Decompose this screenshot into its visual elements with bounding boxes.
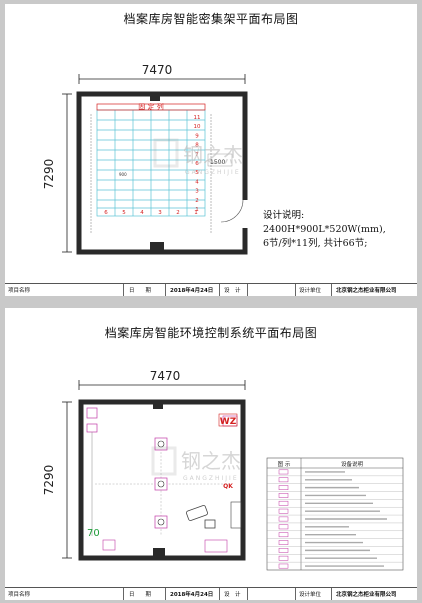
column-number: 6 (195, 161, 199, 167)
ceiling-device (154, 477, 168, 491)
footer-company: 北京钢之杰柜业有限公司 (336, 288, 397, 294)
wz-box (218, 413, 238, 427)
legend-col2-header: 设备说明 (341, 460, 364, 468)
floor-unit (102, 539, 116, 551)
sensor-box (86, 423, 98, 433)
column-number-labels: 11 10 9 8 7 6 5 4 3 2 1 (194, 115, 201, 213)
width-dim-label: 7470 (150, 369, 181, 383)
column-number: 7 (195, 152, 199, 158)
column-number: 1 (195, 207, 199, 213)
pillar (150, 92, 160, 101)
column-number: 3 (195, 189, 199, 195)
column-number: 8 (195, 143, 199, 149)
footer-design-label: 设 计 (224, 592, 241, 598)
footer-date-value: 2018年4月24日 (170, 592, 214, 598)
rails (90, 114, 212, 234)
legend-symbol-icon (278, 469, 289, 475)
watermark-logo (153, 138, 179, 168)
height-dim-label: 7290 (42, 465, 56, 496)
legend-symbol-icon (278, 540, 289, 545)
side-dim-box (207, 153, 233, 167)
qk-label: QK (223, 483, 233, 490)
sensor-box (86, 407, 98, 419)
pillar (153, 400, 163, 409)
footer-project-label: 项目名称 (8, 592, 31, 598)
ceiling-device (154, 437, 168, 451)
column-number: 10 (194, 124, 201, 130)
footer-unit-label: 设计单位 (299, 592, 322, 598)
notes-line-2: 6节/列*11列, 共计66节; (263, 238, 368, 249)
height-dim-label: 7290 (42, 159, 56, 190)
row-number: 5 (122, 210, 126, 216)
watermark-pinyin: GANGZHIJIE (183, 475, 239, 482)
footer-date-value: 2018年4月24日 (170, 288, 214, 294)
ceiling-device (154, 515, 168, 529)
column-number: 9 (195, 133, 199, 139)
fixed-column-label: 固 定 列 (138, 102, 163, 111)
design-notes: 设计说明: 2400H*900L*520W(mm), 6节/列*11列, 共计6… (263, 209, 386, 251)
width-dimension (78, 74, 246, 84)
legend-symbol-icon (278, 477, 289, 483)
floor-unit (204, 539, 228, 553)
height-dimension (62, 93, 72, 253)
height-dimension (62, 401, 72, 559)
footer-design-label: 设 计 (224, 288, 241, 294)
legend-symbol-icon (278, 532, 289, 538)
legend-symbol-icon (278, 548, 289, 553)
sheet1-title: 档案库房智能密集架平面布局图 (123, 12, 299, 26)
width-dim-label: 7470 (142, 63, 173, 77)
green-label: 70 (87, 528, 100, 539)
row-number: 6 (104, 210, 108, 216)
width-dimension (78, 380, 246, 390)
pillar (153, 548, 165, 558)
legend-symbol-icon (278, 555, 289, 561)
shelving-floor-plan: 7470 7290 (42, 63, 249, 255)
column-number: 11 (194, 115, 201, 121)
notes-line-1: 2400H*900L*520W(mm), (263, 224, 386, 235)
row-number: 4 (140, 210, 144, 216)
wz-label: WZ (220, 417, 237, 427)
side-dim: 1500 (210, 159, 225, 166)
wall-unit (230, 501, 242, 529)
legend-symbol-icon (278, 508, 289, 514)
camera-icon (186, 505, 216, 529)
legend-symbol-icon (278, 563, 289, 569)
column-number: 4 (195, 179, 199, 185)
column-number: 5 (195, 170, 199, 176)
environment-control-sheet: 档案库房智能环境控制系统平面布局图 7470 7290 (5, 308, 417, 600)
title-block: 项目名称 日 期 2018年4月24日 设 计 设计单位 北京钢之杰柜业有限公司 (5, 283, 417, 296)
legend-table (266, 457, 404, 571)
footer-project-label: 项目名称 (8, 288, 31, 294)
shelving-grid (96, 109, 206, 217)
fixed-column-bar (96, 103, 206, 111)
row-number: 3 (158, 210, 162, 216)
sheet2-title: 档案库房智能环境控制系统平面布局图 (104, 326, 318, 340)
column-number: 2 (195, 198, 199, 204)
watermark-logo (151, 446, 177, 476)
footer-company: 北京钢之杰柜业有限公司 (336, 592, 397, 598)
legend-symbol-icon (278, 500, 289, 506)
footer-date-label: 日 期 (129, 592, 152, 598)
legend-symbol-icon (278, 485, 289, 490)
footer-date-label: 日 期 (129, 288, 152, 294)
title-block: 项目名称 日 期 2018年4月24日 设 计 设计单位 北京钢之杰柜业有限公司 (5, 587, 417, 600)
row-number: 2 (176, 210, 180, 216)
pillar (150, 242, 164, 252)
door-gap (241, 200, 249, 228)
notes-heading: 设计说明: (263, 210, 305, 221)
watermark-brand: 钢之杰 (183, 143, 243, 167)
door-swing (220, 199, 244, 223)
watermark-brand: 钢之杰 (181, 449, 241, 473)
legend-symbol-icon (278, 493, 289, 498)
footer-unit-label: 设计单位 (299, 288, 322, 294)
legend-symbol-icon (278, 516, 289, 522)
row-number: 1 (194, 210, 198, 216)
watermark-pinyin: GANGZHIJIE (185, 169, 241, 176)
shelving-layout-sheet: 档案库房智能密集架平面布局图 7470 7290 (5, 4, 417, 296)
aisle-dim: 900 (119, 172, 127, 177)
legend-symbol-icon (278, 524, 289, 530)
environment-floor-plan: 7470 7290 (42, 369, 404, 571)
row-number-labels: 6 5 4 3 2 1 (104, 210, 198, 216)
legend-col1-header: 图 示 (278, 460, 291, 468)
